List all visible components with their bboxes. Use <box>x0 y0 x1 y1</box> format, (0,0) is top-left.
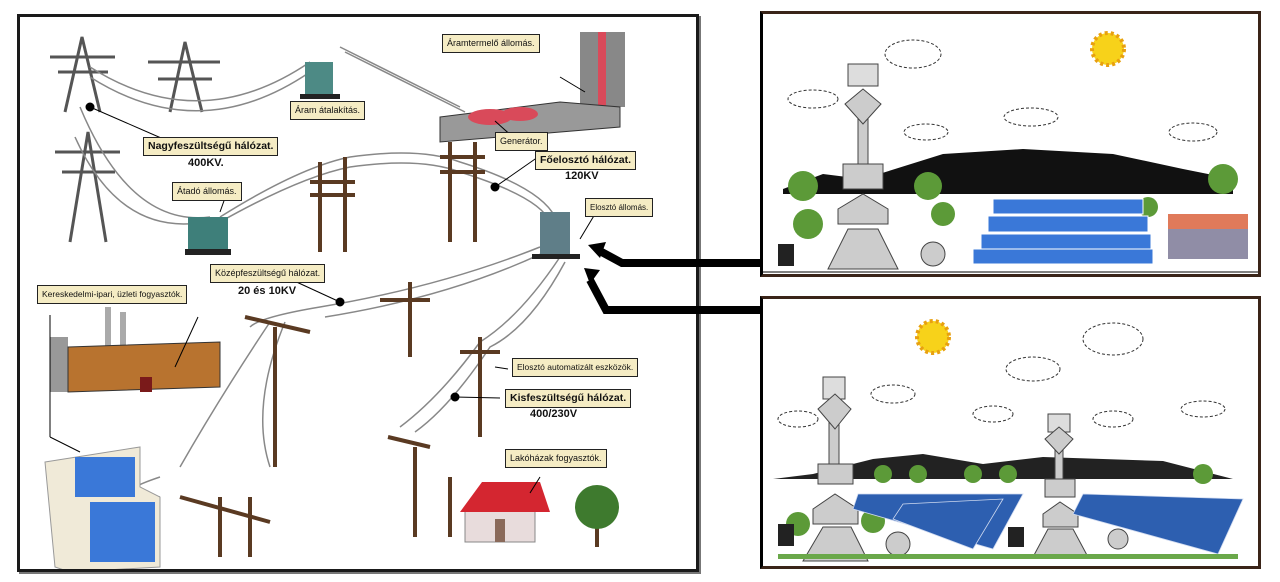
transformer-icon <box>188 217 228 249</box>
pylon-icon <box>50 36 220 243</box>
label-low-voltage-value: 400/230V <box>530 408 578 420</box>
label-transfer-station: Átadó állomás. <box>172 182 242 201</box>
oil-barrel-icon <box>1008 527 1024 547</box>
tower-icon <box>827 63 946 270</box>
label-residential-consumers: Lakóházak fogyasztók. <box>505 449 607 468</box>
cloud-icon <box>787 39 1218 142</box>
cloud-icon <box>777 322 1226 428</box>
solar-array-icon <box>852 493 1244 555</box>
label-high-voltage-value: 400KV. <box>188 157 224 169</box>
label-automation-devices: Elosztó automatizált eszközök. <box>512 358 639 377</box>
label-distribution-station: Elosztó állomás. <box>585 198 654 217</box>
label-power-plant: Áramtermelő állomás. <box>442 34 540 53</box>
oil-barrel-icon <box>778 524 794 546</box>
label-main-distribution-network: Főelosztó hálózat. <box>535 151 637 170</box>
sun-icon <box>1090 31 1126 67</box>
tower-icon <box>802 376 911 562</box>
transformer-icon <box>305 62 333 94</box>
distribution-transformer-icon <box>540 212 570 254</box>
tree-icon <box>788 164 1238 239</box>
power-grid-diagram: Nagyfeszültségű hálózat. 400KV. Áram áta… <box>17 14 699 572</box>
label-high-voltage-network: Nagyfeszültségű hálózat. <box>143 137 279 156</box>
grid-illustration <box>44 32 625 569</box>
oil-barrel-icon <box>778 244 794 266</box>
sun-icon <box>915 319 951 355</box>
mountain-range <box>783 149 1233 194</box>
smart-tower-scene-double <box>760 296 1261 569</box>
label-low-voltage-network: Kisfeszültségű hálózat. <box>505 389 632 408</box>
label-commercial-consumers: Kereskedelmi-ipari, üzleti fogyasztók. <box>37 285 188 304</box>
label-generator: Generátor. <box>495 132 548 151</box>
house-icon <box>460 482 550 543</box>
label-medium-voltage-network: Középfeszültségű hálózat. <box>210 264 326 283</box>
power-plant-icon <box>439 32 625 143</box>
office-building-icon <box>44 446 161 569</box>
solar-array-icon <box>972 198 1154 265</box>
smart-tower-scene-single <box>760 11 1261 277</box>
label-current-conversion: Áram átalakítás. <box>290 101 366 120</box>
factory-icon <box>50 307 221 393</box>
people-crowd-icon <box>1168 214 1248 259</box>
label-medium-voltage-value: 20 és 10KV <box>238 285 297 297</box>
label-main-distribution-value: 120KV <box>565 170 599 182</box>
tree-icon <box>575 485 619 547</box>
tower-icon <box>1032 413 1129 558</box>
